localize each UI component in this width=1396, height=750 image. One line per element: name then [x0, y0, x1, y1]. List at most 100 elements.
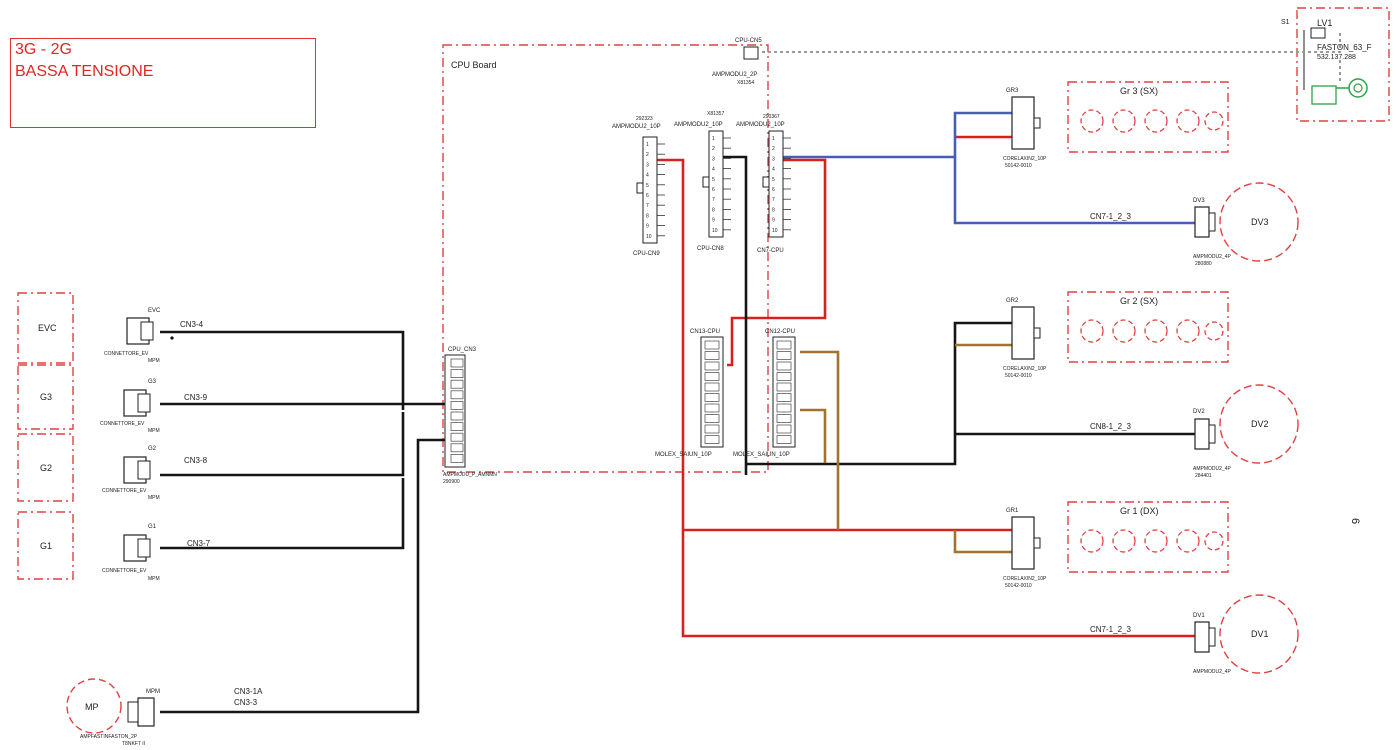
header_cn7-pin-number: 10	[772, 228, 778, 234]
top-connector-name: CPU-CN5	[735, 38, 762, 44]
motor-connector: MPM CN3-1A CN3-3 AMPFASTINFASTON_2P T8NK…	[80, 687, 263, 747]
cn3-cells	[450, 358, 464, 463]
dotted-link	[762, 30, 1341, 53]
group-2-connector: GR2 CORELAXIN2_10P 50142-0010	[1003, 298, 1047, 379]
valve-dv1	[1219, 594, 1299, 674]
group-2-cable: CORELAXIN2_10P	[1003, 366, 1047, 372]
header-cn13-type: MOLEX_SAIUN_10P	[655, 452, 712, 458]
group-3-box	[1067, 81, 1229, 153]
g2-box	[17, 433, 74, 502]
dv3-code: 280880	[1195, 261, 1212, 267]
header_cn9-pin-number: 4	[646, 173, 649, 179]
slot-cells	[704, 340, 792, 444]
header_cn9-pin-number: 2	[646, 152, 649, 158]
header-cn7-type: AMPMODU2_10P	[736, 122, 785, 128]
dv2-tag: DV2	[1193, 409, 1205, 415]
header-cn13-name: CN13-CPU	[690, 329, 720, 335]
cpu-cn3-slot	[450, 422, 464, 431]
dv3-wire: CN7-1_2_3	[1090, 212, 1131, 221]
top-connector-code: X81354	[737, 80, 754, 86]
header_cn7-pin-number: 9	[772, 218, 775, 224]
cpu-cn3-slot	[450, 390, 464, 400]
black-wires	[160, 155, 1195, 714]
header-cn8-type: AMPMODU2_10P	[674, 122, 723, 128]
evc-connector-type: CONNETTORE_EV	[104, 351, 149, 357]
group-2-label: Gr 2 (SX)	[1120, 296, 1158, 306]
faston-code: 532.137.288	[1317, 54, 1356, 61]
group-3-code: 50142-0010	[1005, 163, 1032, 169]
top-connector-icon	[743, 46, 759, 60]
cn13-slot	[704, 351, 720, 360]
cpu-cn3-type: AMPMODU_P_AMNMN	[443, 472, 497, 478]
red-wires	[657, 135, 1195, 638]
ground-terminal-icon	[1311, 85, 1337, 105]
evc-connector-sub: MPM	[148, 358, 160, 364]
cn12-slot	[776, 361, 792, 371]
header_cn9-pin-number: 10	[646, 234, 652, 240]
g2-connector-type: CONNETTORE_EV	[102, 488, 147, 494]
cn13-slot	[704, 424, 720, 434]
header-cn8: X81357 AMPMODU2_10P CPU-CN8	[674, 111, 724, 252]
header_cn8-pin-number: 3	[712, 156, 715, 162]
cn13-slot	[704, 361, 720, 371]
g2-connector: G2 CN3-8 CONNETTORE_EV MPM	[102, 446, 208, 501]
cpu-cn3-slot	[450, 454, 464, 463]
header_cn9-pin-number: 3	[646, 162, 649, 168]
group-3-cable: CORELAXIN2_10P	[1003, 156, 1047, 162]
dv1-connector: DV1 CN7-1_2_3 AMPMODU2_4P	[1090, 613, 1231, 675]
motor-code: MPM	[146, 689, 160, 695]
g1-connector-sub: MPM	[148, 576, 160, 582]
ground-ring-icon	[1348, 78, 1368, 98]
motor-wire-2: CN3-3	[234, 698, 258, 707]
dv1-connector-type: AMPMODU2_4P	[1193, 669, 1231, 675]
header_cn8-pin-number: 8	[712, 207, 715, 213]
brown-wires	[800, 343, 1012, 554]
valve-dv2	[1219, 384, 1299, 464]
lv1-switch-icon	[1310, 27, 1326, 39]
cpu-board-label: CPU Board	[451, 60, 497, 70]
header_cn9-pin-number: 7	[646, 203, 649, 209]
group-1-connector: GR1 CORELAXIN2_10P 50142-0010	[1003, 508, 1047, 589]
dv2-connector-type: AMPMODU2_4P	[1193, 466, 1231, 472]
g1-box	[17, 511, 74, 580]
page-number: 6	[1349, 518, 1361, 524]
group-3-heads	[1080, 109, 1224, 133]
dv1-tag: DV1	[1193, 613, 1205, 619]
lv1-label: LV1	[1317, 18, 1332, 28]
header_cn8-pin-number: 4	[712, 167, 715, 173]
cn12-slot	[776, 403, 792, 413]
group-1-box	[1067, 501, 1229, 573]
title-line-2: BASSA TENSIONE	[15, 63, 154, 80]
dv3-tag: DV3	[1193, 198, 1205, 204]
cn12-slot	[776, 372, 792, 381]
g2-tag: G2	[148, 446, 157, 452]
header_cn7-pin-number: 8	[772, 207, 775, 213]
header_cn8-pin-number: 2	[712, 146, 715, 152]
group-2-box	[1067, 291, 1229, 363]
s1-label: S1	[1281, 19, 1290, 26]
header_cn8-pin-number: 1	[712, 136, 715, 142]
header_cn8-pin-number: 7	[712, 197, 715, 203]
evc-wire: CN3-4	[180, 320, 204, 329]
header-cn7-code: 290367	[763, 114, 780, 120]
g1-connector: G1 CN3-7 CONNETTORE_EV MPM	[102, 524, 211, 582]
motor-connector-sub: T8NKFT II	[122, 741, 145, 747]
motor-wire-1: CN3-1A	[234, 687, 263, 696]
header-cn12-type: MOLEX_SAIUN_10P	[733, 452, 790, 458]
cn12-slot	[776, 393, 792, 402]
cpu-cn3-slot	[450, 369, 464, 378]
cn12-slot	[776, 414, 792, 423]
header_cn7-pin-number: 6	[772, 187, 775, 193]
dv2-code: 284401	[1195, 473, 1212, 479]
header_cn9-pin-number: 1	[646, 142, 649, 148]
g3-connector-type: CONNETTORE_EV	[100, 421, 145, 427]
g2-wire: CN3-8	[184, 456, 208, 465]
header-cn8-code: X81357	[707, 111, 724, 117]
cpu-cn3-code: 290900	[443, 479, 460, 485]
header_cn9-pin-number: 8	[646, 213, 649, 219]
cpu-cn3-slot	[450, 411, 464, 421]
header-cn9-name: CPU-CN9	[633, 251, 660, 257]
header_cn7-pin-number: 4	[772, 167, 775, 173]
header_cn9-pin-number: 6	[646, 193, 649, 199]
